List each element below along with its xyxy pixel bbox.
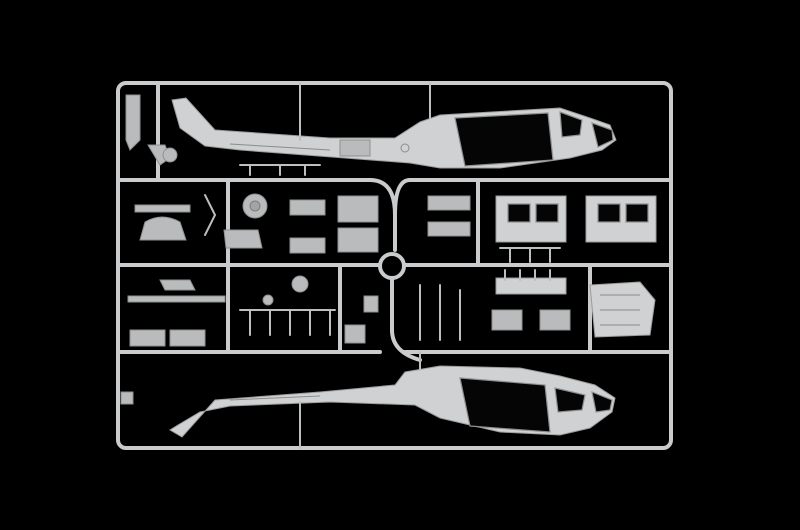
door-panels	[427, 195, 657, 263]
small-block-part	[120, 391, 134, 405]
cabin-floor-parts	[491, 269, 656, 338]
small-detail-parts-upper-left	[125, 94, 321, 176]
fuselage-half-top	[171, 82, 617, 169]
rotor-hub	[134, 193, 268, 241]
small-detail-parts-center	[239, 275, 461, 344]
sprue-frame	[116, 81, 673, 450]
landing-skids	[127, 279, 226, 347]
seats	[223, 195, 379, 254]
fuselage-half-bottom	[169, 351, 616, 449]
